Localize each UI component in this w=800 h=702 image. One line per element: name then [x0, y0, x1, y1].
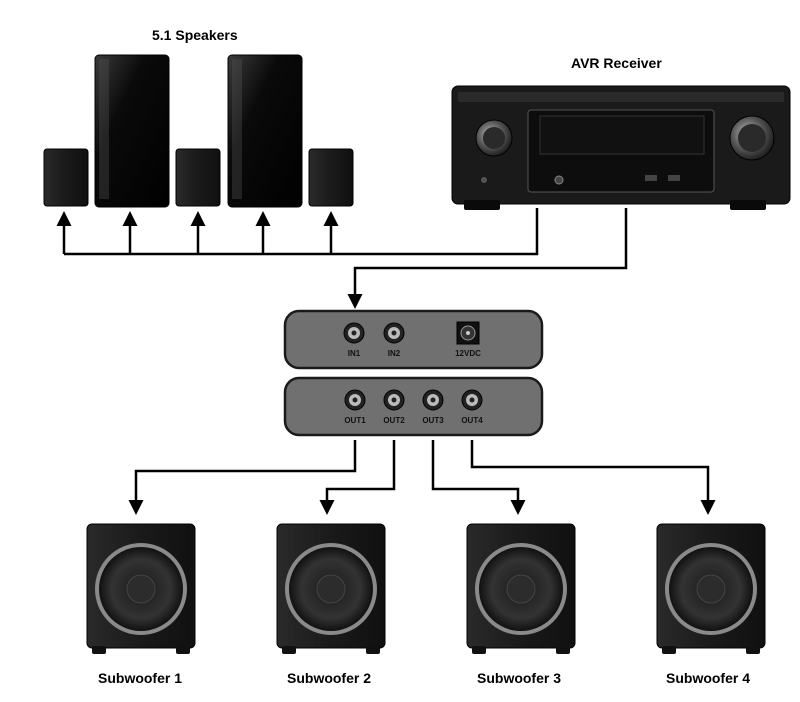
- satellite-speaker-1: [43, 148, 89, 207]
- in2-label: IN2: [388, 349, 401, 358]
- subwoofer-3-label: Subwoofer 3: [477, 670, 562, 686]
- out1-label: OUT1: [344, 416, 366, 425]
- subwoofer-2: [276, 523, 386, 654]
- subwoofer-1: [86, 523, 196, 654]
- tower-speaker-left: [94, 54, 170, 208]
- out2-jack: [383, 389, 405, 411]
- subwoofer-4-label: Subwoofer 4: [666, 670, 751, 686]
- out4-jack: [461, 389, 483, 411]
- power-jack: [456, 321, 480, 345]
- subwoofer-4: [656, 523, 766, 654]
- center-speaker: [175, 148, 221, 207]
- out4-label: OUT4: [461, 416, 483, 425]
- out1-jack: [344, 389, 366, 411]
- speakers-title: 5.1 Speakers: [152, 27, 238, 43]
- satellite-speaker-2: [308, 148, 354, 207]
- out3-jack: [422, 389, 444, 411]
- out2-label: OUT2: [383, 416, 405, 425]
- splitter-input-panel: IN1 IN2 12VDC: [283, 309, 544, 370]
- tower-speaker-right: [227, 54, 303, 208]
- speaker-set: [43, 54, 354, 208]
- in1-label: IN1: [348, 349, 361, 358]
- subwoofer-out-wiring: [347, 208, 628, 309]
- in1-jack: [343, 322, 365, 344]
- avr-receiver: [451, 85, 791, 210]
- subwoofer-2-label: Subwoofer 2: [287, 670, 372, 686]
- subwoofer-1-label: Subwoofer 1: [98, 670, 183, 686]
- receiver-title: AVR Receiver: [571, 55, 662, 71]
- subwoofer-3: [466, 523, 576, 654]
- out3-label: OUT3: [422, 416, 444, 425]
- power-label: 12VDC: [455, 349, 481, 358]
- splitter-output-panel: OUT1 OUT2 OUT3 OUT4: [283, 376, 544, 437]
- subwoofer-wiring: [128, 440, 716, 515]
- speaker-wiring: [56, 208, 539, 256]
- in2-jack: [383, 322, 405, 344]
